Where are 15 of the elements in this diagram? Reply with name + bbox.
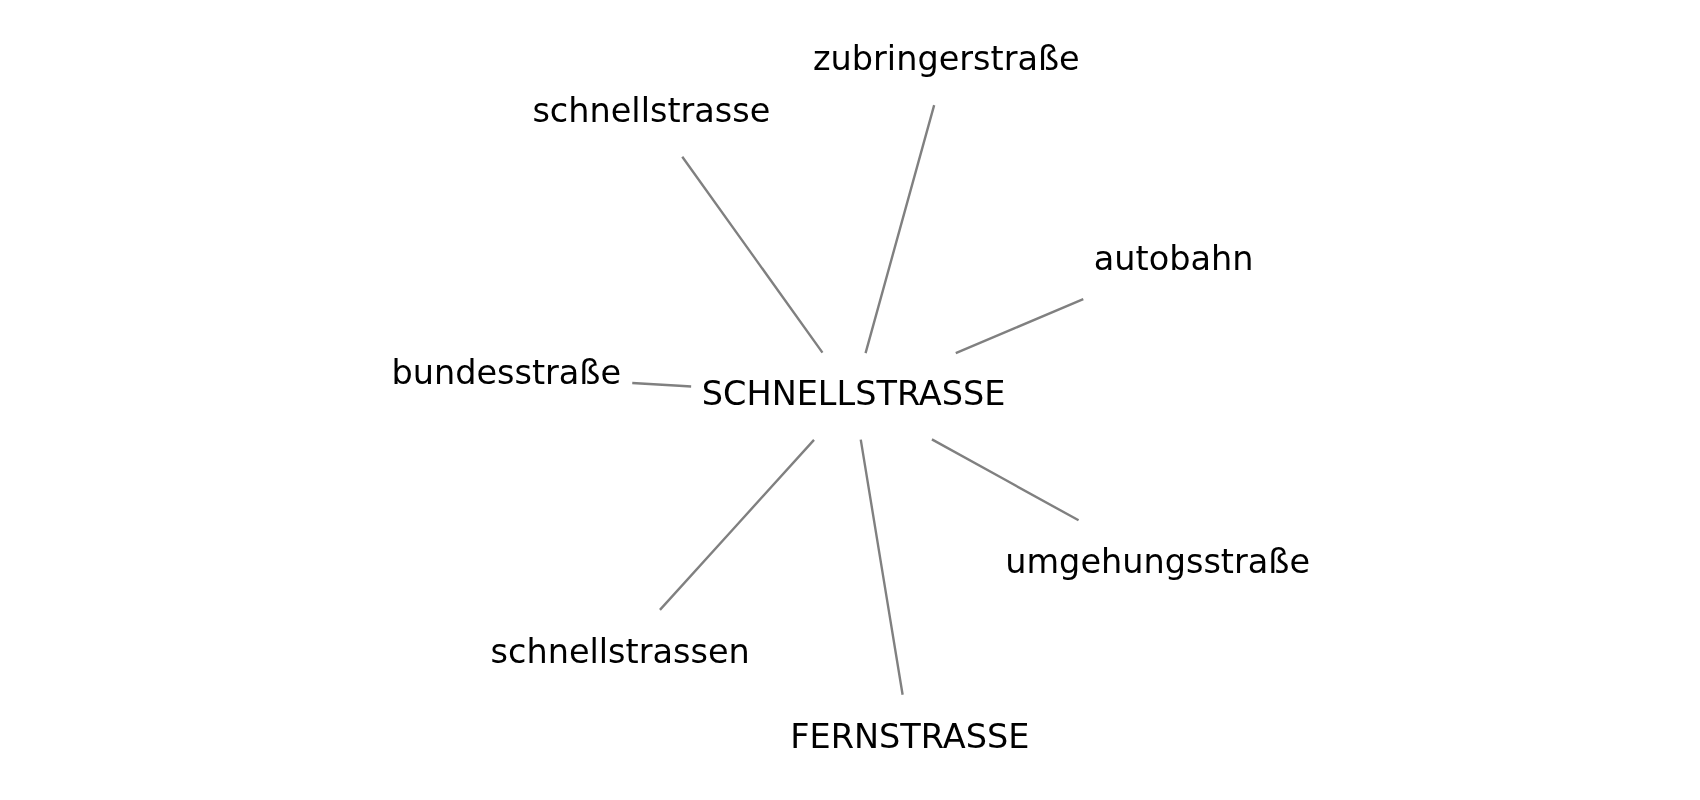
node-text: bundesstraße — [390, 353, 621, 393]
node-text: schnellstrassen — [490, 631, 750, 671]
connector — [930, 438, 1079, 522]
connector — [680, 156, 823, 354]
connector — [631, 381, 691, 388]
node-text: FERNSTRASSE — [789, 716, 1029, 756]
connector — [658, 439, 815, 611]
connector — [863, 104, 935, 354]
node-text: zubringerstraße — [812, 38, 1080, 78]
node-text: schnellstrasse — [531, 91, 770, 131]
node-text: umgehungsstraße — [1004, 541, 1310, 581]
connector — [954, 298, 1084, 355]
node-text: SCHNELLSTRASSE — [701, 374, 1005, 414]
node-text: autobahn — [1093, 238, 1253, 278]
connector — [859, 439, 904, 695]
